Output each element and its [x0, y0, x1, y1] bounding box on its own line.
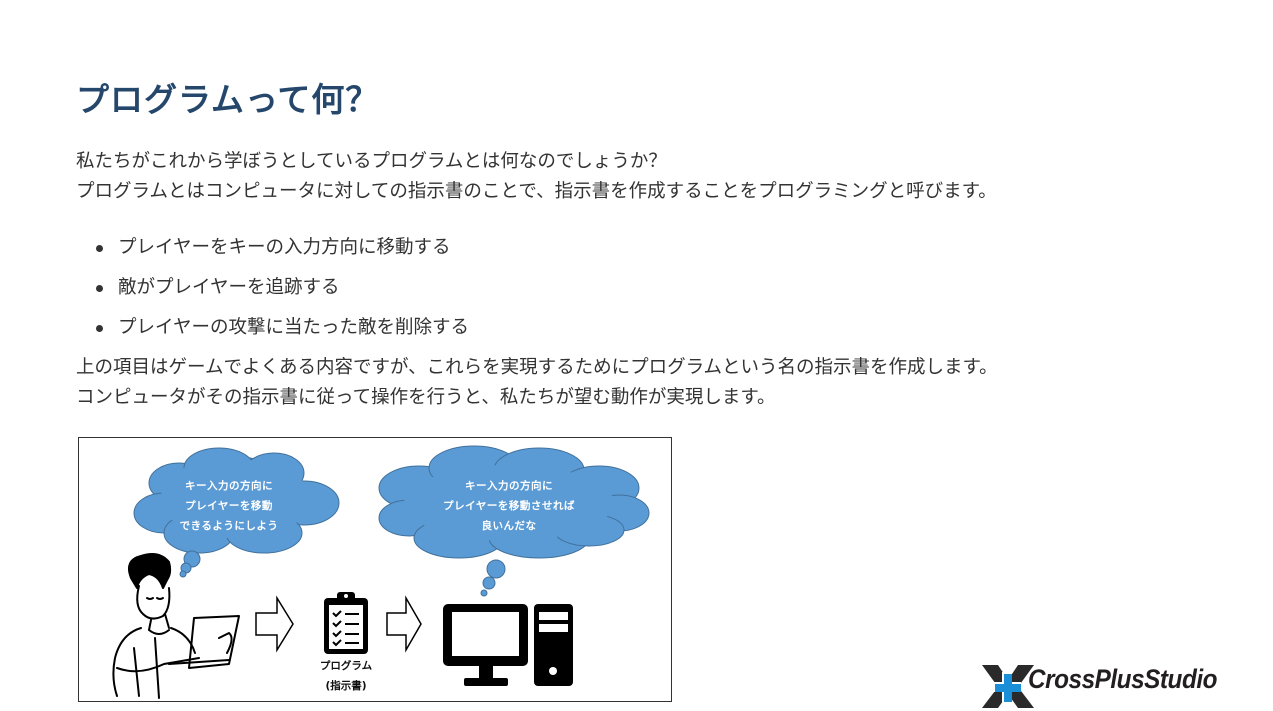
- page-title: プログラムって何？: [76, 80, 380, 119]
- outro-line-2: コンピュータがその指示書に従って操作を行うと、私たちが望む動作が実現します。: [76, 387, 776, 408]
- list-item: プレイヤーをキーの入力方向に移動する: [96, 228, 469, 268]
- arrow-right-icon: [255, 595, 294, 653]
- list-item: プレイヤーの攻撃に当たった敵を削除する: [96, 308, 469, 348]
- bullet-list: プレイヤーをキーの入力方向に移動する 敵がプレイヤーを追跡する プレイヤーの攻撃…: [96, 228, 469, 348]
- arrow-right-icon: [386, 595, 422, 653]
- program-diagram: キー入力の方向に プレイヤーを移動 できるようにしよう キー入力の方向に プレイ…: [78, 437, 672, 702]
- bullet-icon: [96, 245, 103, 252]
- bullet-icon: [96, 325, 103, 332]
- outro-paragraph: 上の項目はゲームでよくある内容ですが、これらを実現するためにプログラムという名の…: [76, 353, 998, 413]
- list-item: 敵がプレイヤーを追跡する: [96, 268, 469, 308]
- program-label: プログラム (指示書): [319, 660, 373, 692]
- intro-line-1: 私たちがこれから学ぼうとしているプログラムとは何なのでしょうか？: [76, 151, 667, 172]
- logo-text: CrossPlusStudio: [1028, 664, 1218, 694]
- person-thought-text: キー入力の方向に プレイヤーを移動 できるようにしよう: [179, 480, 279, 532]
- crossplusstudio-logo: CrossPlusStudio: [980, 660, 1270, 710]
- intro-paragraph: 私たちがこれから学ぼうとしているプログラムとは何なのでしょうか？ プログラムとは…: [76, 147, 997, 207]
- outro-line-1: 上の項目はゲームでよくある内容ですが、これらを実現するためにプログラムという名の…: [76, 357, 998, 378]
- clipboard-checklist-icon: [324, 592, 368, 654]
- thought-cloud-person: [133, 447, 340, 578]
- intro-line-2: プログラムとはコンピュータに対しての指示書のことで、指示書を作成することをプログ…: [76, 181, 997, 202]
- logo-cross-icon: [982, 665, 1034, 708]
- thought-cloud-computer: [378, 445, 650, 597]
- bullet-icon: [96, 285, 103, 292]
- desktop-computer-icon: [443, 604, 573, 686]
- computer-thought-text: キー入力の方向に プレイヤーを移動させれば 良いんだな: [443, 480, 575, 532]
- person-with-laptop-icon: [112, 553, 240, 699]
